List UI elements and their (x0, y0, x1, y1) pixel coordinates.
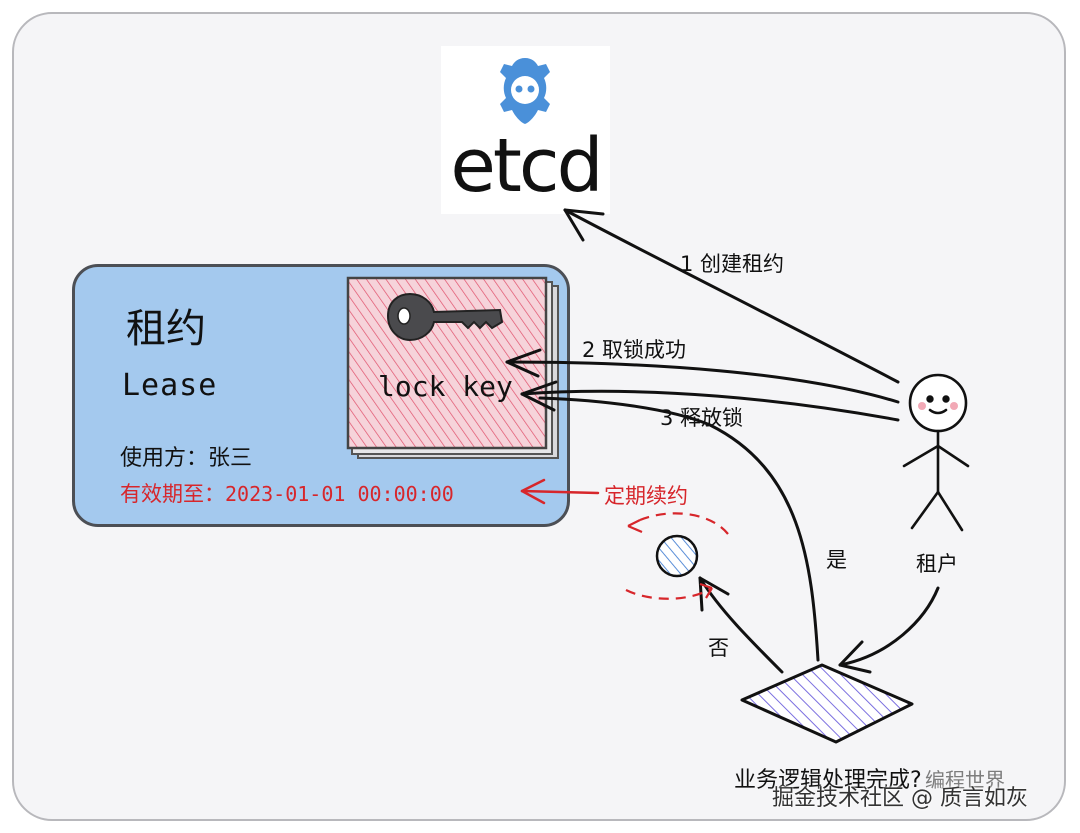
arrow-tenant-decision (838, 586, 940, 667)
diamond-icon (740, 663, 914, 744)
lease-user: 使用方：张三 (120, 446, 253, 471)
lease-subtitle: Lease (122, 368, 218, 403)
watermark-secondary: 编程世界 (925, 768, 1005, 792)
step-release-label: 3 释放锁 (660, 406, 744, 430)
etcd-logo-text: etcd (450, 123, 603, 209)
lease-expiry-label: 有效期至： (120, 482, 225, 506)
watermark: 掘金技术社区 @ 质言如灰 (772, 786, 1028, 811)
lock-key-label: lock key (378, 370, 513, 403)
lease-expiry-value: 2023-01-01 00:00:00 (225, 482, 454, 506)
cycle-icon (655, 534, 699, 578)
etcd-logo-icon (500, 58, 550, 124)
decision-yes-label: 是 (826, 548, 847, 572)
step-acquire-label: 2 取锁成功 (582, 338, 687, 362)
arrow-release-lock (520, 389, 900, 422)
key-icon (386, 292, 504, 342)
renew-label: 定期续约 (604, 484, 688, 508)
arrow-create-lease (563, 208, 900, 384)
tenant-label: 租户 (916, 552, 958, 576)
decision-question: 业务逻辑处理完成? (734, 768, 922, 793)
lease-expiry: 有效期至：2023-01-01 00:00:00 (120, 478, 454, 508)
arrow-no (698, 576, 784, 674)
arrow-acquire-lock (505, 360, 900, 404)
decision-no-label: 否 (708, 636, 729, 660)
step-create-label: 1 创建租约 (680, 252, 785, 276)
lease-title: 租约 (126, 306, 206, 352)
arrow-renew (520, 489, 600, 495)
stick-figure-icon (902, 373, 970, 532)
arrow-yes (538, 396, 820, 662)
